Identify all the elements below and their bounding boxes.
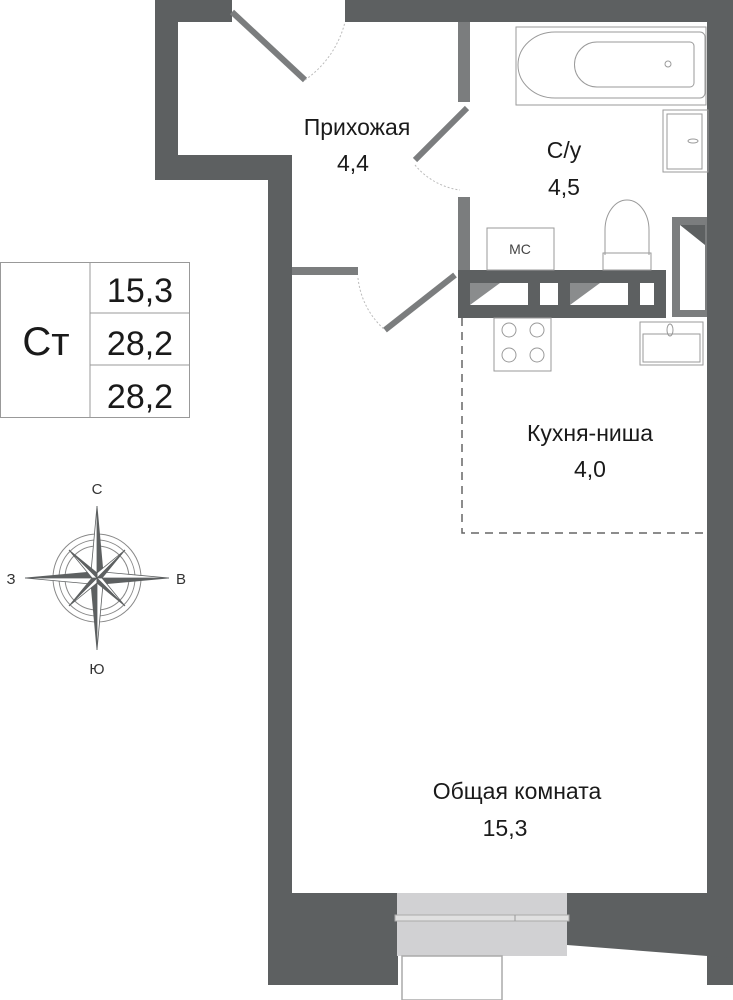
ventilation-shaft	[458, 217, 707, 318]
room-name: Прихожая	[304, 114, 411, 140]
room-name: С/у	[547, 137, 582, 163]
bathtub	[515, 26, 707, 106]
room-name: Кухня-ниша	[527, 420, 653, 446]
outer-walls	[155, 0, 733, 985]
partitions	[292, 22, 470, 275]
washer-label: МС	[509, 241, 531, 257]
room-bathroom: С/у 4,5	[547, 137, 582, 200]
compass-south: Ю	[89, 661, 104, 678]
fixtures	[486, 26, 709, 372]
compass-east: В	[176, 571, 186, 588]
room-door	[383, 272, 457, 333]
total-area: 28,2	[107, 325, 173, 363]
room-kitchen-niche: Кухня-ниша 4,0	[527, 420, 653, 482]
compass-rose-icon: С Ю З В	[6, 481, 186, 678]
area-summary: Ст 15,3 28,2 28,2	[0, 262, 190, 418]
room-area: 4,5	[548, 174, 580, 200]
room-name: Общая комната	[433, 778, 602, 804]
window	[394, 893, 570, 1000]
bathroom-door	[412, 105, 470, 163]
stove	[493, 317, 552, 372]
room-area: 4,0	[574, 456, 606, 482]
room-hallway: Прихожая 4,4	[304, 114, 411, 176]
entrance-door	[229, 9, 308, 83]
washing-machine	[486, 227, 555, 271]
room-area: 15,3	[483, 815, 528, 841]
toilet	[604, 199, 650, 255]
bathroom-sink	[662, 109, 709, 173]
apartment-type: Ст	[22, 320, 69, 364]
total-area-with-balcony: 28,2	[107, 378, 173, 416]
living-area: 15,3	[107, 272, 173, 310]
kitchen-sink	[639, 321, 704, 366]
compass-north: С	[92, 481, 103, 498]
kitchen-niche-boundary	[461, 318, 707, 534]
doors	[229, 9, 470, 333]
compass-west: З	[6, 571, 15, 588]
room-living: Общая комната 15,3	[433, 778, 602, 841]
room-area: 4,4	[337, 150, 369, 176]
